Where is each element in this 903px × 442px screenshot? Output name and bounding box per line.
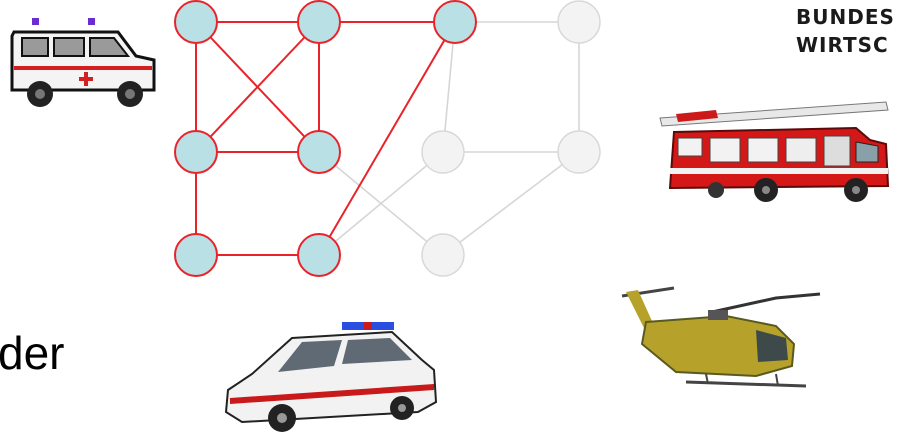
ambulance-image bbox=[10, 18, 156, 107]
graph-node-n6 bbox=[297, 130, 341, 174]
graph-node-n7 bbox=[421, 130, 465, 174]
graph-edges bbox=[195, 21, 580, 256]
helicopter-image bbox=[621, 286, 821, 388]
graph-node-n4 bbox=[557, 0, 601, 44]
ambulance-siren-right bbox=[88, 18, 95, 25]
logo-line-1: BUNDES bbox=[796, 5, 895, 29]
partial-body-text: der bbox=[0, 327, 65, 379]
graph-edge-n7-n10 bbox=[318, 151, 444, 256]
graph-node-n1 bbox=[174, 0, 218, 44]
graph-node-n9 bbox=[174, 233, 218, 277]
graph-edge-n2-n5 bbox=[195, 21, 320, 153]
graph-edge-n8-n11 bbox=[442, 151, 580, 256]
graph-node-n3 bbox=[433, 0, 477, 44]
graph-node-n10 bbox=[297, 233, 341, 277]
graph-node-n11 bbox=[421, 233, 465, 277]
graph-node-n8 bbox=[557, 130, 601, 174]
graph-nodes bbox=[174, 0, 601, 277]
graph-node-n5 bbox=[174, 130, 218, 174]
fire-truck-image bbox=[659, 101, 890, 202]
logo-line-2: WIRTSC bbox=[796, 33, 889, 57]
graph-node-n2 bbox=[297, 0, 341, 44]
ambulance-siren-left bbox=[32, 18, 39, 25]
graph-edge-n10-n3 bbox=[318, 21, 456, 256]
police-car-image bbox=[224, 322, 438, 432]
